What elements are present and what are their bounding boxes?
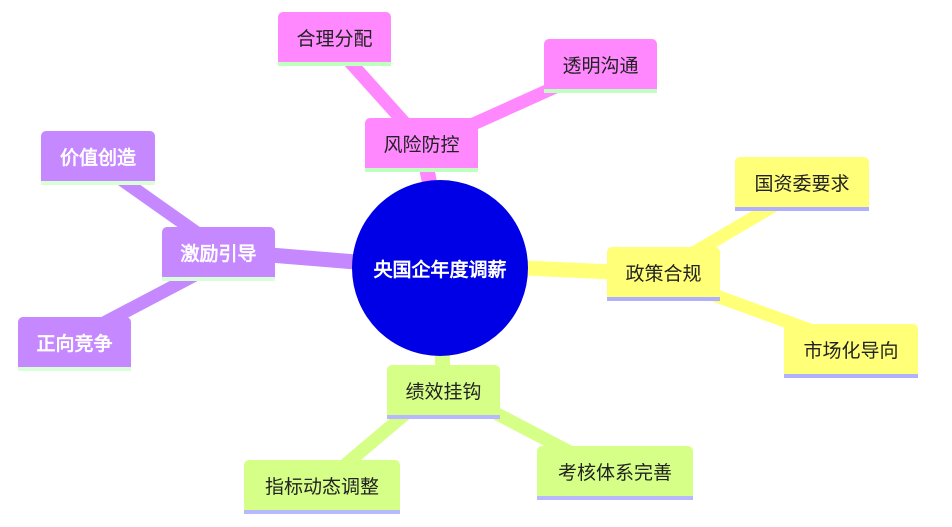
edge-policy-sasac bbox=[686, 199, 779, 261]
root-node[interactable]: 央国企年度调薪 bbox=[352, 180, 528, 356]
node-label: 市场化导向 bbox=[803, 339, 899, 362]
node-sasac-requirements[interactable]: 国资委要求 bbox=[735, 157, 869, 211]
edge-root-policy bbox=[524, 260, 613, 280]
root-label: 央国企年度调薪 bbox=[373, 258, 507, 281]
node-market-orientation[interactable]: 市场化导向 bbox=[784, 324, 918, 378]
node-label: 考核体系完善 bbox=[557, 461, 672, 484]
edge-perf-indicator bbox=[340, 405, 415, 470]
node-reasonable-allocation[interactable]: 合理分配 bbox=[278, 12, 391, 66]
node-positive-competition[interactable]: 正向竞争 bbox=[18, 317, 131, 371]
node-label: 国资委要求 bbox=[754, 172, 850, 195]
node-risk-control[interactable]: 风险防控 bbox=[365, 118, 478, 172]
node-label: 风险防控 bbox=[383, 133, 460, 156]
edge-incentive-competition bbox=[96, 269, 199, 331]
node-label: 激励引导 bbox=[180, 242, 257, 265]
node-label: 政策合规 bbox=[625, 262, 702, 285]
node-incentive-guidance[interactable]: 激励引导 bbox=[162, 227, 275, 281]
node-policy-compliance[interactable]: 政策合规 bbox=[607, 247, 720, 301]
node-label: 指标动态调整 bbox=[264, 475, 379, 498]
edge-incentive-value bbox=[111, 169, 204, 241]
node-label: 价值创造 bbox=[59, 146, 136, 169]
node-dynamic-indicators[interactable]: 指标动态调整 bbox=[244, 460, 400, 514]
node-label: 透明沟通 bbox=[562, 54, 639, 77]
node-performance-link[interactable]: 绩效挂钩 bbox=[387, 365, 500, 419]
node-label: 正向竞争 bbox=[36, 332, 113, 355]
node-assessment-system[interactable]: 考核体系完善 bbox=[537, 446, 693, 500]
edge-root-incentive bbox=[269, 247, 357, 270]
node-label: 绩效挂钩 bbox=[405, 380, 482, 403]
node-value-creation[interactable]: 价值创造 bbox=[41, 131, 155, 185]
node-transparent-communication[interactable]: 透明沟通 bbox=[544, 39, 657, 93]
node-label: 合理分配 bbox=[296, 27, 373, 50]
